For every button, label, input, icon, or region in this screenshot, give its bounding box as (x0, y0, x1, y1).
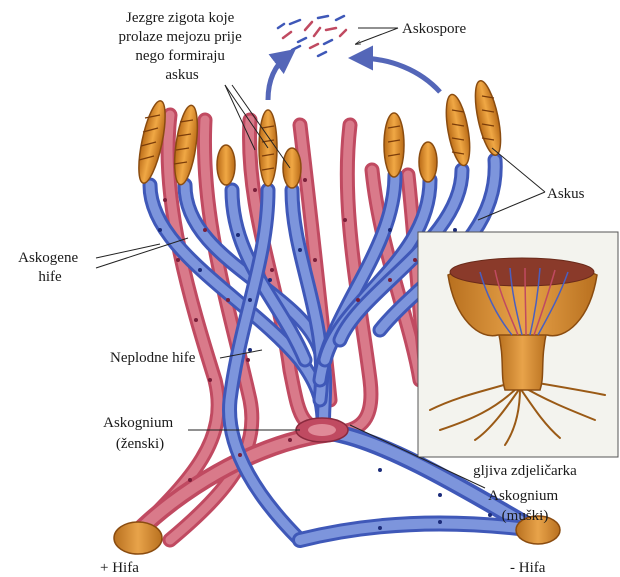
plus-hypha-label: + Hifa (100, 560, 139, 576)
ascogonium-female-label: Askognium (ženski) (103, 415, 177, 452)
plus-hypha-cell (114, 522, 162, 554)
release-arrow-left (268, 55, 288, 100)
zygote-nuclei-label: Jezgre zigota koje prolaze mejozu prije … (118, 10, 245, 83)
cup-fungus-label: gljiva zdjeličarka (473, 463, 577, 479)
ascus-9 (470, 79, 505, 157)
ascus-3 (217, 145, 235, 185)
ascus-6 (384, 113, 404, 177)
ascus-5 (283, 148, 301, 188)
ascus-7 (419, 142, 437, 182)
ascus-8 (442, 93, 474, 167)
sterile-hyphae-label: Neplodne hife (110, 350, 196, 366)
ascogenous-hyphae-label: Askogene hife (18, 250, 82, 285)
cup-fungus-inset (418, 232, 618, 457)
ascospores-cluster (278, 16, 346, 56)
release-arrow-right (358, 58, 440, 92)
minus-hypha-label: - Hifa (510, 560, 546, 576)
asci-group (133, 79, 505, 188)
ascospores-label: Askospore (402, 21, 467, 37)
ascus-label: Askus (547, 186, 585, 202)
